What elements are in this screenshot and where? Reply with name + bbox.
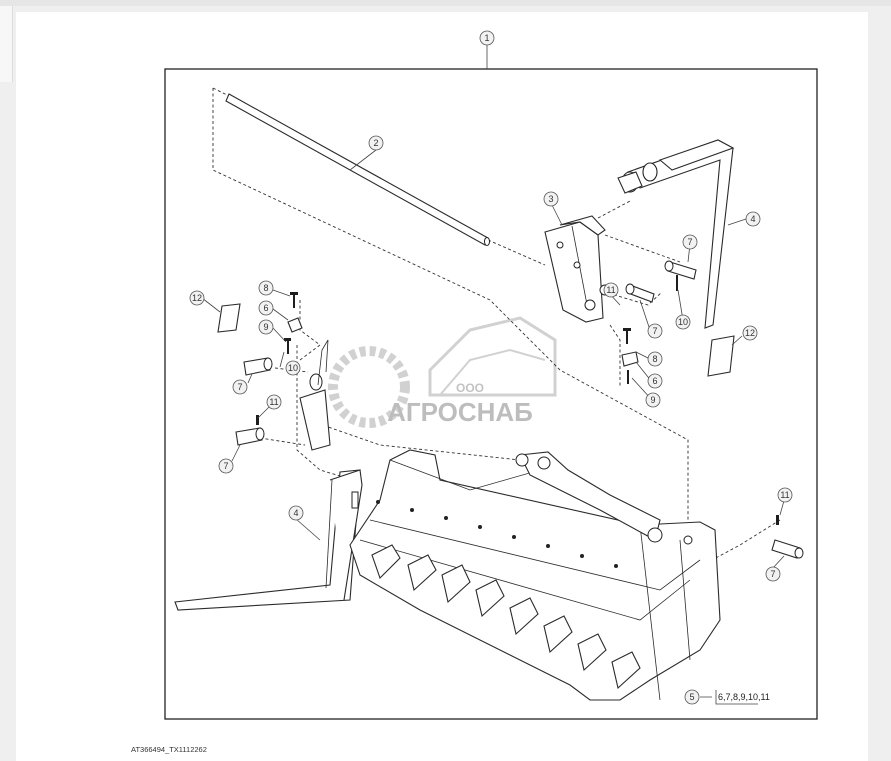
watermark-brand: АГРОСНАБ <box>387 397 533 427</box>
left-sidebar-edge <box>0 6 13 82</box>
fork-mount-left <box>299 339 331 451</box>
hardware-right <box>621 260 804 559</box>
callout-11-a: 11 <box>606 285 615 295</box>
hardware-left <box>217 292 303 446</box>
callout-5: 5 <box>689 692 694 702</box>
callout-8-a: 8 <box>652 354 657 364</box>
diagram-sheet: ООО АГРОСНАБ <box>16 12 868 761</box>
watermark: ООО АГРОСНАБ <box>328 316 557 428</box>
callout-7-e: 7 <box>770 569 775 579</box>
callout-7-c: 7 <box>237 382 242 392</box>
diagram-frame <box>164 68 818 720</box>
watermark-prefix: ООО <box>456 381 484 395</box>
callout-7-d: 7 <box>223 461 228 471</box>
fork-tine-left-part-4 <box>174 469 363 611</box>
callout-11-b: 11 <box>269 397 278 407</box>
callout-12-b: 12 <box>745 328 755 338</box>
parts-diagram: ООО АГРОСНАБ <box>164 30 818 720</box>
tube-part-2 <box>225 93 490 246</box>
callout-7-a: 7 <box>687 237 692 247</box>
callout-11-c: 11 <box>780 490 789 500</box>
callout-10-a: 10 <box>678 317 688 327</box>
callout-6-a: 6 <box>652 376 657 386</box>
callout-2: 2 <box>373 138 378 148</box>
callout-3: 3 <box>548 194 553 204</box>
bucket <box>349 449 721 701</box>
callout-7-b: 7 <box>652 326 657 336</box>
callout-6-b: 6 <box>263 303 268 313</box>
callout-8-b: 8 <box>263 283 268 293</box>
callout-5-list: 6,7,8,9,10,11 <box>718 692 770 702</box>
callout-9-a: 9 <box>650 395 655 405</box>
callout-4-left: 4 <box>293 508 298 518</box>
callout-4-right: 4 <box>750 214 755 224</box>
callouts: 1 2 3 4 4 7 11 7 10 8 6 9 12 12 8 6 9 10… <box>189 30 793 705</box>
callout-12-a: 12 <box>192 293 202 303</box>
callout-1: 1 <box>484 33 489 43</box>
bracket-part-3 <box>544 215 611 323</box>
top-strip <box>0 0 891 6</box>
callout-9-b: 9 <box>263 322 268 332</box>
callout-10-b: 10 <box>288 363 298 373</box>
figure-caption: AT366494_TX1112262 <box>131 745 207 754</box>
fork-tine-right-part-4 <box>617 139 735 329</box>
